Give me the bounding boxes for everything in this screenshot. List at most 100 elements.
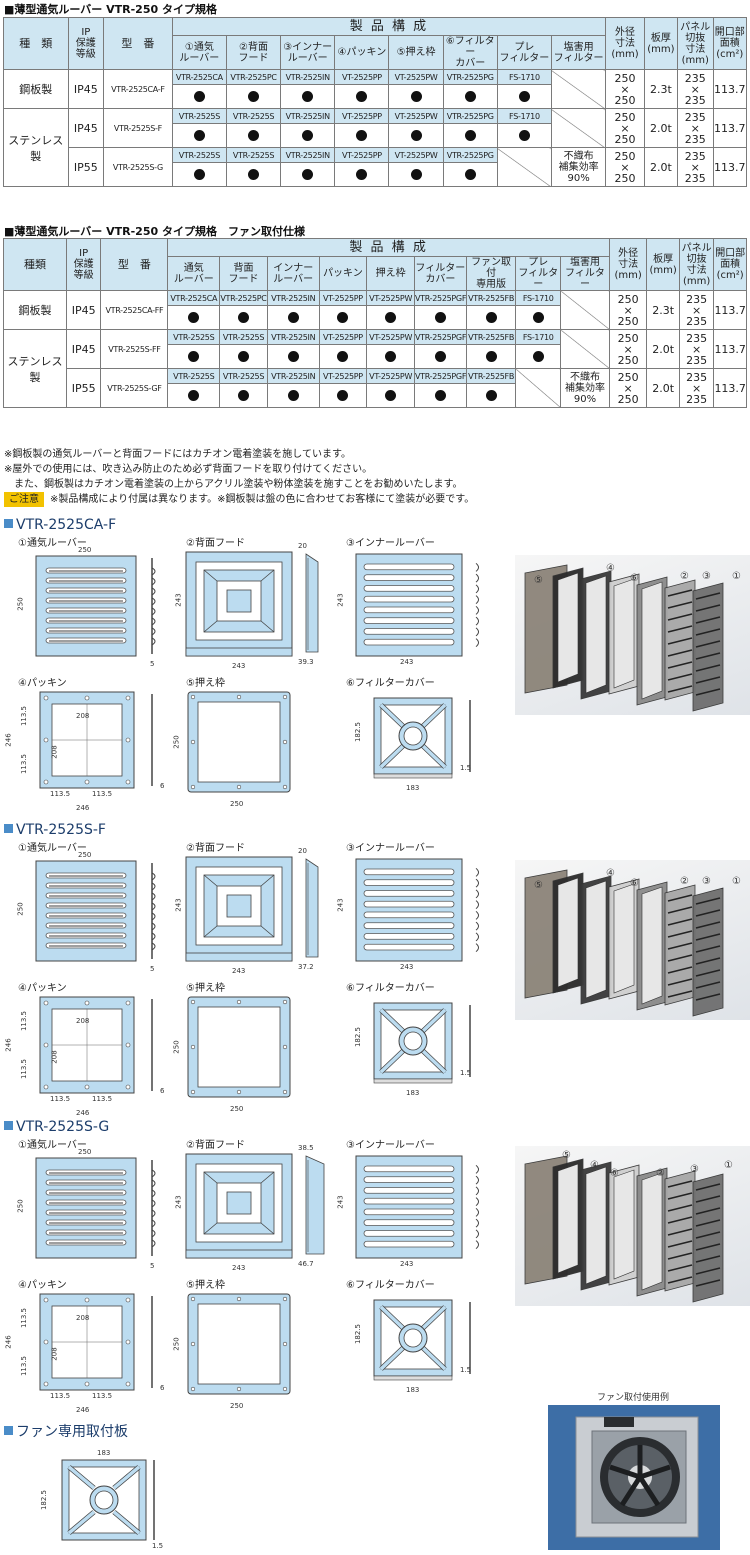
dot-icon [385,312,397,323]
dim-243-inner-v: 243 [336,898,345,912]
dim-250-top: 250 [78,851,92,859]
salt-filter-cell: 不織布 補集効率 90% [550,147,607,187]
model-number: VTR-2525CA-FF [100,290,169,330]
exploded-number-label: ① [732,571,741,582]
panel-cutout: 235 × 235 [678,368,715,408]
dim-208-v: 208 [50,1347,59,1361]
filter-drawing [372,696,480,786]
header2-panel: パネル 切抜 寸法 (mm) [678,238,715,291]
panel-cutout: 235 × 235 [677,108,714,148]
dim-243-inner: 243 [400,658,414,666]
type-steel: 鋼板製 [3,290,67,330]
dot-icon [337,351,349,362]
part-label-frame: ⑤押え枠 [186,678,225,689]
dot-icon [385,351,397,362]
included-dot [366,305,415,330]
included-dot [171,162,227,187]
included-dot [515,305,562,330]
dot-icon [485,312,497,323]
square-icon [4,824,13,833]
exploded-number-label: ⑤ [534,880,543,891]
salt-filter-cell [550,69,607,109]
dim-208-h: 208 [76,712,90,720]
caution-text: ※製品構成により付属は異なります。※鋼板製は盤の色に合わせてお客様にて塗装が必要… [50,494,475,505]
note-line-1: ※鋼板製の通気ルーバーと背面フードにはカチオン電着塗装を施しています。 [4,449,351,460]
part-code: VT-2525PP [334,69,390,85]
fan-plate-dim-h: 182.5 [40,1489,49,1511]
dim-243-hood: 243 [232,662,246,670]
dim-5: 5 [150,965,155,973]
part-label-packing: ④パッキン [18,983,67,994]
included-dot [465,383,517,408]
dot-icon [532,351,544,362]
part-code: VTR-2525PC [219,290,268,306]
ip-rating: IP45 [67,69,105,109]
dim-250-frame-v: 250 [172,1040,181,1054]
dot-icon [193,169,205,180]
part-code: VTR-2525IN [280,69,336,85]
included-dot [171,84,227,109]
dim-hood-top: 20 [298,847,307,855]
dim-243-inner-v: 243 [336,1195,345,1209]
dot-icon [237,351,249,362]
dim-246-h: 246 [76,1109,90,1117]
dim-113-h2: 113.5 [92,1392,113,1400]
dim-246-v: 246 [4,733,13,747]
dim-243-inner: 243 [400,963,414,971]
inner-drawing [354,1154,490,1264]
packing-drawing [38,690,162,794]
table2-part-header: ファン取付 専用版 [465,256,517,291]
included-dot [334,84,390,109]
square-icon [4,1121,13,1130]
included-dot [171,123,227,148]
table2-part-header: 背面 フード [219,256,268,291]
dim-hood-depth: 39.3 [298,658,314,666]
part-code: VT-2525PP [318,290,368,306]
louver-drawing [34,859,174,967]
ip-rating: IP55 [65,368,102,408]
dot-icon [287,390,299,401]
exploded-number-label: ⑤ [562,1150,571,1161]
dim-113-h2: 113.5 [92,1095,113,1103]
dot-icon [464,169,476,180]
inner-drawing [354,857,490,967]
exploded-number-label: ① [732,876,741,887]
dot-icon [434,351,446,362]
included-dot [334,123,390,148]
included-dot [334,162,390,187]
header-composition: 製 品 構 成 [171,17,607,36]
thickness: 2.3t [643,69,679,109]
dot-icon [464,91,476,102]
dot-icon [188,312,200,323]
dot-icon [193,130,205,141]
packing-drawing [38,1292,162,1396]
included-dot [167,305,221,330]
filter-drawing [372,1298,480,1388]
part-code: VTR-2525FB [465,368,517,384]
dim-183: 183 [406,1089,420,1097]
table1-part-header: ⑤押え枠 [388,35,444,70]
part-label-hood: ②背面フード [186,1140,245,1151]
exploded-number-label: ⑥ [630,573,639,584]
included-dot [388,84,444,109]
dot-icon [188,390,200,401]
dim-208-h: 208 [76,1017,90,1025]
dim-182-v: 182.5 [354,1026,363,1048]
panel-cutout: 235 × 235 [678,290,715,330]
dot-icon [356,91,368,102]
part-code: VTR-2525S [219,368,268,384]
dim-113-h1: 113.5 [50,1392,71,1400]
dot-icon [248,130,260,141]
panel-cutout: 235 × 235 [678,329,715,369]
included-dot [442,162,498,187]
header2-type: 種類 [3,238,67,291]
included-dot [280,162,336,187]
panel-cutout: 235 × 235 [677,147,714,187]
exploded-number-label: ④ [606,868,615,879]
square-icon [4,519,13,528]
header-type: 種 類 [3,17,69,70]
dot-icon [485,351,497,362]
table2-part-header: 押え枠 [366,256,415,291]
thickness: 2.0t [646,368,680,408]
included-dot [219,344,268,369]
